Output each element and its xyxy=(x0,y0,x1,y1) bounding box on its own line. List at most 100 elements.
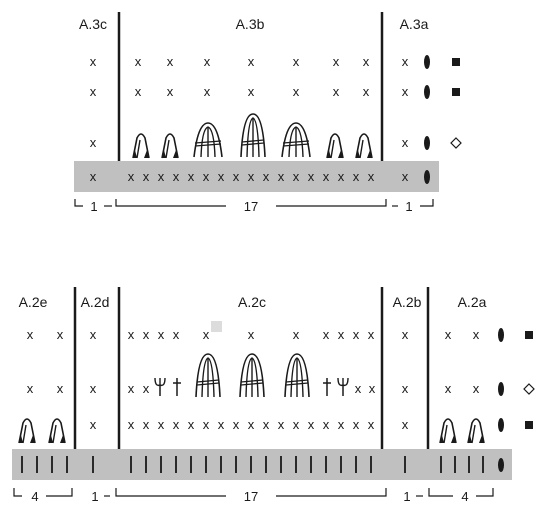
cross-symbol: x xyxy=(128,417,135,432)
cross-symbol: x xyxy=(333,84,340,99)
a3-row-2: x x x x x x x x x xyxy=(90,84,460,99)
large-fan-stitch-icon xyxy=(281,122,311,158)
filled-square-icon xyxy=(452,58,460,66)
cross-symbol: x xyxy=(353,327,360,342)
cross-symbol: x xyxy=(473,327,480,342)
cross-symbol: x xyxy=(353,417,360,432)
trident-stitch-icon xyxy=(154,377,166,397)
oval-stitch-icon xyxy=(498,458,504,472)
small-fan-stitch-icon xyxy=(439,418,457,444)
small-fan-stitch-icon xyxy=(467,418,485,444)
oval-stitch-icon xyxy=(424,85,430,99)
cross-symbol: x xyxy=(203,169,210,184)
cross-symbol: x xyxy=(323,327,330,342)
label-a2b: A.2b xyxy=(393,294,422,310)
cross-symbol: x xyxy=(248,84,255,99)
filled-square-icon xyxy=(525,331,533,339)
cross-symbol: x xyxy=(323,417,330,432)
oval-stitch-icon xyxy=(424,136,430,150)
label-a3a: A.3a xyxy=(400,16,429,32)
small-fan-stitch-icon xyxy=(132,133,150,159)
a2-row-4 xyxy=(21,456,484,473)
cross-symbol: x xyxy=(57,381,64,396)
dagger-stitch-icon xyxy=(172,377,182,397)
cross-symbol: x xyxy=(167,54,174,69)
cross-symbol: x xyxy=(368,327,375,342)
cross-run: x x x x x x x x x x x x x x x x x xyxy=(128,417,375,432)
cross-symbol: x xyxy=(128,381,135,396)
cross-symbol: x xyxy=(248,169,255,184)
bracket-a2a-right xyxy=(476,488,494,497)
count-a2a: 4 xyxy=(461,489,468,504)
oval-stitch-icon xyxy=(498,328,504,342)
oval-stitch-icon xyxy=(498,382,504,396)
cross-symbol: x xyxy=(323,169,330,184)
cross-symbol: x xyxy=(233,169,240,184)
cross-symbol: x xyxy=(233,417,240,432)
cross-symbol: x xyxy=(369,381,376,396)
a3-row-3: x x xyxy=(90,113,462,159)
cross-symbol: x xyxy=(218,417,225,432)
bracket-a3b-right xyxy=(276,199,387,207)
small-fan-stitch-icon xyxy=(18,418,36,444)
cross-symbol: x xyxy=(158,417,165,432)
cross-symbol: x xyxy=(27,381,34,396)
cross-symbol: x xyxy=(445,381,452,396)
label-a2c: A.2c xyxy=(238,294,266,310)
count-a3c: 1 xyxy=(90,199,97,214)
oval-stitch-icon xyxy=(498,418,504,432)
bracket-a2e-left xyxy=(13,488,22,497)
cross-symbol: x xyxy=(278,417,285,432)
chart-a3: A.3c A.3b A.3a x x x x x x x x x x x x x… xyxy=(74,12,462,214)
cross-symbol: x xyxy=(143,417,150,432)
cross-symbol: x xyxy=(293,327,300,342)
cross-symbol: x xyxy=(173,417,180,432)
count-a2c: 17 xyxy=(244,489,258,504)
cross-symbol: x xyxy=(248,417,255,432)
light-square-icon xyxy=(211,321,222,332)
shaded-row-a2 xyxy=(12,449,512,480)
cross-symbol: x xyxy=(363,84,370,99)
count-a2e: 4 xyxy=(31,489,38,504)
cross-symbol: x xyxy=(338,169,345,184)
cross-symbol: x xyxy=(135,84,142,99)
cross-symbol: x xyxy=(338,417,345,432)
diamond-outline-icon xyxy=(523,383,535,395)
cross-symbol: x xyxy=(363,54,370,69)
bracket-a2c-left xyxy=(115,488,226,497)
cross-symbol: x xyxy=(218,169,225,184)
oval-stitch-icon xyxy=(424,170,430,184)
cross-symbol: x xyxy=(263,169,270,184)
label-a3c: A.3c xyxy=(79,16,107,32)
cross-symbol: x xyxy=(203,327,210,342)
cross-symbol: x xyxy=(90,54,97,69)
a3-row-1: x x x x x x x x x xyxy=(90,54,460,69)
a2-row-1: x x x x x x x x x x x x x x x x x xyxy=(27,321,533,342)
bracket-a2e-right xyxy=(46,488,73,497)
cross-symbol: x xyxy=(402,327,409,342)
filled-square-icon xyxy=(452,88,460,96)
small-fan-stitch-icon xyxy=(48,418,66,444)
cross-symbol: x xyxy=(402,417,409,432)
count-a3b: 17 xyxy=(244,199,258,214)
cross-symbol: x xyxy=(143,381,150,396)
dagger-stitch-icon xyxy=(322,377,332,397)
cross-symbol: x xyxy=(90,417,97,432)
cross-symbol: x xyxy=(293,169,300,184)
bracket-a2c-right xyxy=(276,488,387,497)
chart-a2: A.2e A.2d A.2c A.2b A.2a x x x x x x x x… xyxy=(12,287,535,504)
cross-symbol: x xyxy=(293,84,300,99)
cross-symbol: x xyxy=(27,327,34,342)
count-a2b: 1 xyxy=(403,489,410,504)
trident-stitch-icon xyxy=(337,377,349,397)
cross-symbol: x xyxy=(204,84,211,99)
cross-symbol: x xyxy=(167,84,174,99)
cross-symbol: x xyxy=(308,169,315,184)
bracket-a3c xyxy=(74,199,83,207)
small-fan-stitch-icon xyxy=(161,133,179,159)
cross-symbol: x xyxy=(204,54,211,69)
cross-symbol: x xyxy=(90,169,97,184)
cross-symbol: x xyxy=(402,135,409,150)
cross-symbol: x xyxy=(248,327,255,342)
